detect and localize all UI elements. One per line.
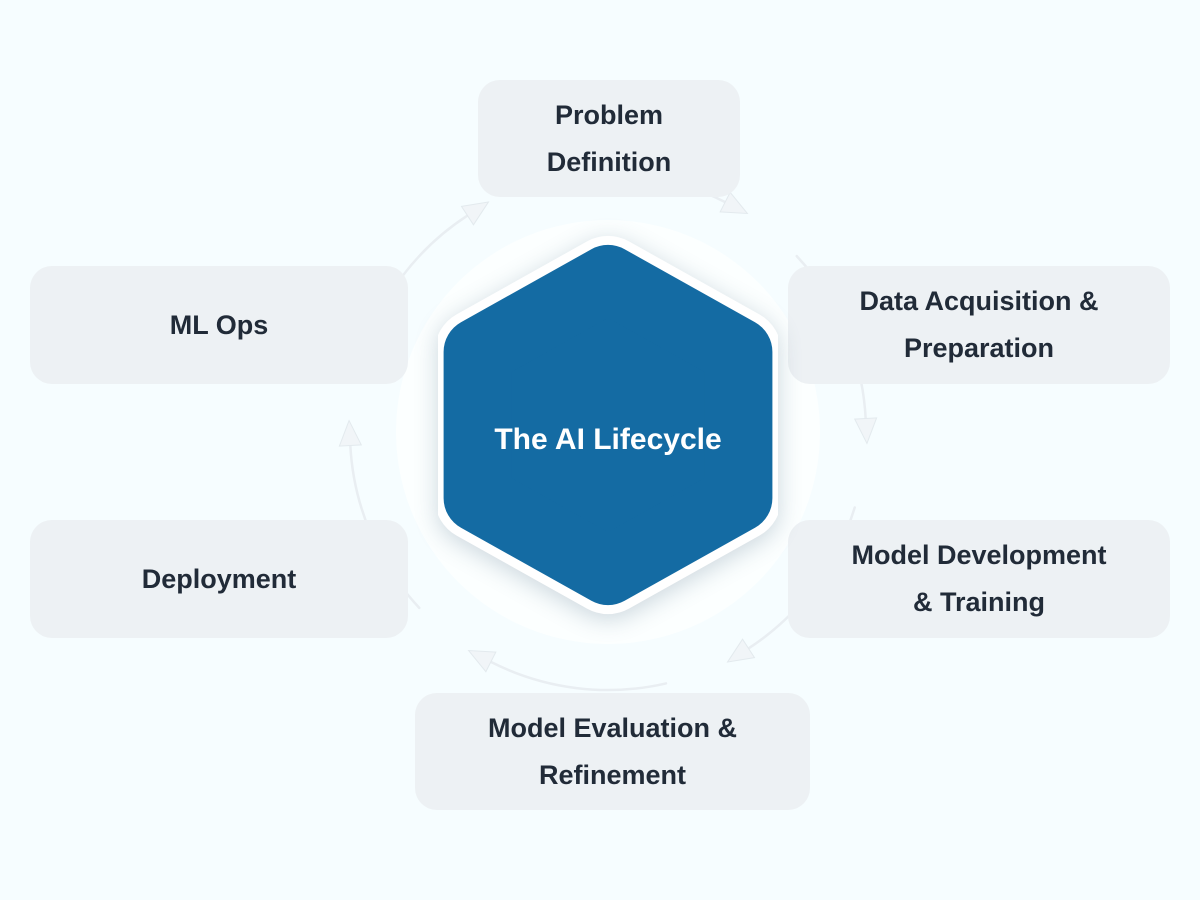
stage-data-acquisition-preparation: Data Acquisition & Preparation — [788, 266, 1170, 384]
stage-ml-ops: ML Ops — [30, 266, 408, 384]
stage-label-line: Refinement — [538, 759, 687, 790]
diagram-title: The AI Lifecycle — [494, 423, 722, 456]
stage-label-line: Preparation — [903, 333, 1055, 363]
stage-label-line: Deployment — [141, 563, 297, 594]
stage-label-line: Data Acquisition & — [859, 286, 1099, 316]
stage-problem-definition: Problem Definition — [478, 80, 740, 197]
stage-label-line: & Training — [912, 587, 1045, 617]
stage-label-line: Model Development — [851, 540, 1107, 570]
stage-deployment: Deployment — [30, 520, 408, 638]
stage-label-line: Model Evaluation & — [487, 712, 738, 743]
stage-model-development-training: Model Development & Training — [788, 520, 1170, 638]
stage-label-line: Problem — [554, 99, 664, 130]
stage-label-line: ML Ops — [169, 309, 269, 340]
stage-model-evaluation-refinement: Model Evaluation & Refinement — [415, 693, 810, 810]
stage-label-line: Definition — [546, 146, 672, 177]
center-hexagon — [438, 235, 778, 615]
hexagon-body — [443, 244, 773, 606]
